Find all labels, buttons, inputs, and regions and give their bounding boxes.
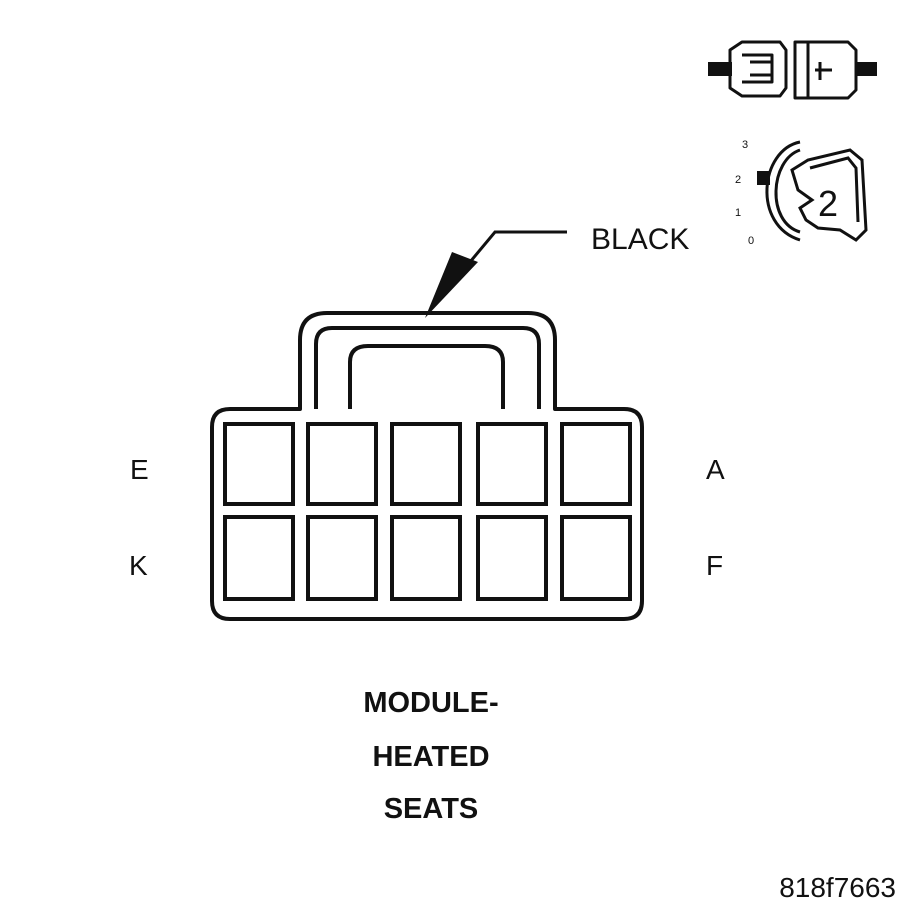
pin-cavity: [223, 515, 295, 601]
pin-cavity: [560, 515, 632, 601]
pin-cavity: [306, 422, 378, 506]
pin-cavity: [560, 422, 632, 506]
pin-label-f: F: [706, 550, 723, 581]
pin-cavities: [223, 422, 632, 601]
connector-icon: [708, 40, 877, 100]
pin-cavity: [306, 515, 378, 601]
key-scale-2: 2: [735, 174, 741, 186]
key-scale-3: 3: [742, 139, 748, 151]
key-position-marker: [757, 171, 770, 185]
pin-label-k: K: [129, 550, 148, 581]
connector-housing: [210, 311, 644, 621]
key-scale-1: 1: [735, 207, 741, 219]
title-line-3: SEATS: [384, 793, 479, 825]
pin-label-e: E: [130, 454, 149, 485]
pin-cavity: [223, 422, 295, 506]
key-scale-0: 0: [748, 235, 754, 247]
pin-cavity: [390, 515, 462, 601]
title-line-1: MODULE-: [363, 687, 498, 719]
key-position-icon: 3 2 1 0 2: [735, 139, 868, 247]
pin-cavity: [476, 422, 548, 506]
callout-arrow: [425, 230, 567, 318]
callout-label: BLACK: [591, 223, 689, 256]
pin-cavity: [390, 422, 462, 506]
key-number: 2: [818, 183, 838, 224]
pin-label-a: A: [706, 454, 725, 485]
pin-cavity: [476, 515, 548, 601]
figure-id: 818f7663: [779, 872, 896, 903]
title-line-2: HEATED: [372, 741, 489, 773]
